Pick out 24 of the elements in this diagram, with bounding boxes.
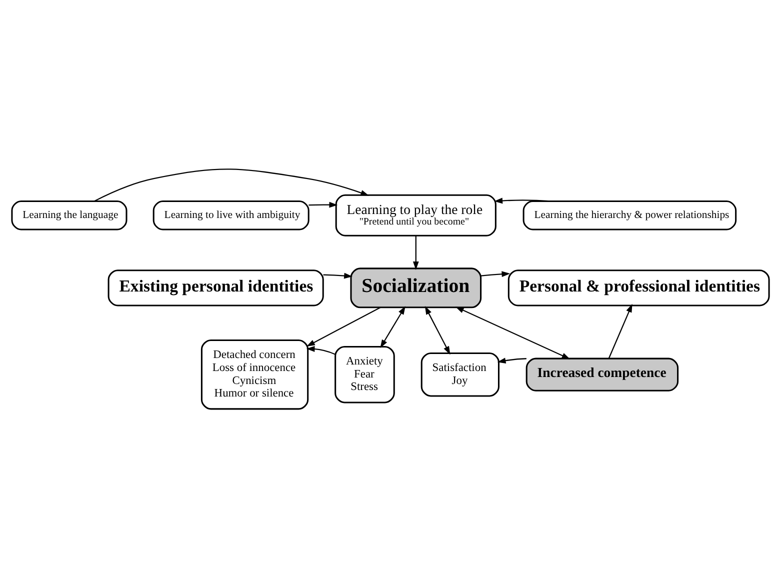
node-box: Learning to play the role "Pretend until you become" — [335, 194, 496, 236]
arrow — [308, 201, 338, 208]
arrow — [94, 168, 370, 202]
arrow — [306, 346, 336, 354]
node-box: Learning the hierarchy & power relationships — [522, 200, 737, 230]
node-box: Anxiety Fear Stress — [334, 345, 395, 403]
arrow — [323, 272, 352, 278]
node-box: Existing personal identities — [108, 269, 324, 306]
arrow — [306, 306, 381, 346]
node-box: Learning to live with ambiguity — [152, 200, 310, 230]
arrow — [424, 306, 450, 354]
arrow — [455, 306, 570, 359]
arrow — [380, 306, 406, 348]
arrow — [497, 357, 526, 364]
arrow — [480, 270, 510, 277]
node-box: Increased competence — [526, 357, 679, 391]
node-box: Personal & professional identities — [508, 269, 770, 306]
arrow — [608, 303, 632, 358]
arrow — [412, 235, 419, 270]
node-box: Detached concern Loss of innocence Cynicism Humor or silence — [200, 338, 309, 410]
node-box: Socialization — [350, 267, 482, 308]
node-box: Learning the language — [11, 200, 128, 230]
arrow — [494, 197, 551, 204]
node-box: Satisfaction Joy — [420, 352, 500, 396]
